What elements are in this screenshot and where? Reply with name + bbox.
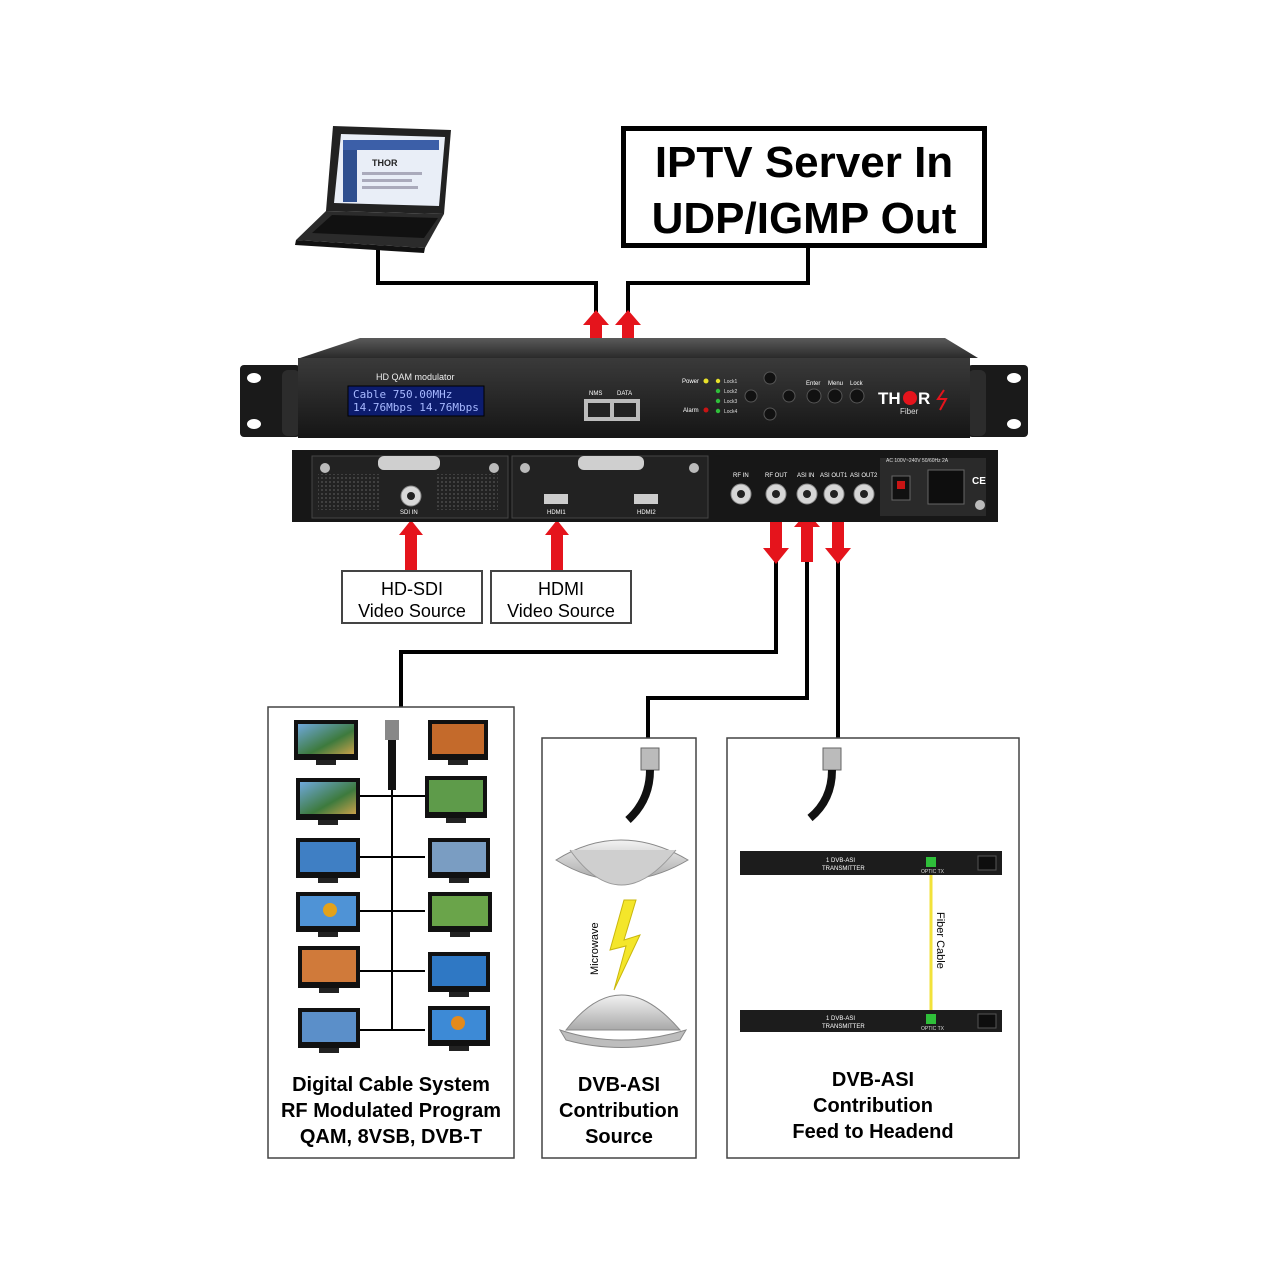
microwave-label: Microwave <box>589 922 601 975</box>
asiin-to-source-line <box>646 560 809 738</box>
connection-lines <box>376 246 840 738</box>
power-led <box>703 378 709 384</box>
hdmi2-label: HDMI2 <box>637 510 656 516</box>
asi-out2-label: ASI OUT2 <box>850 473 878 479</box>
dvb-asi-transmitter-bottom: 1 DVB-ASI TRANSMITTER OPTIC TX <box>740 1010 1002 1032</box>
hdsdi-line-2: Video Source <box>358 601 466 621</box>
enter-button[interactable] <box>806 388 822 404</box>
lock-led-label-1: Lock1 <box>724 379 738 385</box>
dvb-asi-transmitter-top: 1 DVB-ASI TRANSMITTER OPTIC TX <box>740 851 1002 875</box>
microwave-dish-top <box>555 839 689 886</box>
cable-panel-title: Digital Cable System RF Modulated Progra… <box>268 1072 514 1150</box>
ground-screw <box>975 500 985 510</box>
menu-button[interactable] <box>827 388 843 404</box>
model-label: HD QAM modulator <box>376 372 455 382</box>
lcd-display <box>347 385 485 417</box>
alarm-led <box>703 407 709 413</box>
microwave-dish-bottom <box>558 994 688 1048</box>
asi-feed-title-line-3: Feed to Headend <box>792 1121 954 1143</box>
hdsdi-source-box: HD-SDI Video Source <box>341 570 483 624</box>
asi-feed-panel: 1 DVB-ASI TRANSMITTER OPTIC TX Fiber Cab… <box>726 737 1020 1159</box>
asi-out1-label: ASI OUT1 <box>820 473 848 479</box>
laptop-to-nms-line <box>376 246 598 312</box>
iptv-server-box: IPTV Server In UDP/IGMP Out <box>621 126 987 248</box>
brand-logo-r: R <box>918 389 930 408</box>
arrow-up-hdmi <box>545 520 569 570</box>
hdsdi-line-1: HD-SDI <box>381 579 443 599</box>
laptop-device: THOR <box>295 126 451 253</box>
rf-in-label: RF IN <box>733 473 749 479</box>
asi-in-label: ASI IN <box>797 473 814 479</box>
cable-title-line-1: Digital Cable System <box>292 1074 490 1096</box>
lock-led-label-3: Lock3 <box>724 399 738 405</box>
data-port-label: DATA <box>617 391 632 397</box>
asi-feed-panel-title: DVB-ASI Contribution Feed to Headend <box>727 1067 1019 1145</box>
iptv-to-data-line <box>626 248 810 312</box>
cable-title-line-3: QAM, 8VSB, DVB-T <box>299 1126 483 1148</box>
unit-top-sub: TRANSMITTER <box>822 866 865 872</box>
hdmi-line-1: HDMI <box>538 579 584 599</box>
asi-source-title-line-2: Contribution <box>559 1100 679 1122</box>
tv-screens <box>294 720 492 1053</box>
menu-button-label: Menu <box>828 381 843 387</box>
lock-button[interactable] <box>849 388 865 404</box>
brand-sub: Fiber <box>900 407 919 416</box>
arrow-down-asiout <box>825 512 851 564</box>
alarm-led-label: Alarm <box>683 408 699 414</box>
cable-system-panel <box>267 706 515 1159</box>
rfout-to-cable-line <box>399 560 778 707</box>
bnc-connector-icon-feed <box>807 747 842 822</box>
asi-feed-title-line-2: Contribution <box>813 1095 933 1117</box>
qam-modulator-front: HD QAM modulator Cable 750.00MHz 14.76Mb… <box>240 338 1028 438</box>
hdmi-line-2: Video Source <box>507 601 615 621</box>
cable-title-line-2: RF Modulated Program <box>280 1100 501 1122</box>
microwave-bolt-icon <box>609 899 641 991</box>
coax-connector-icon <box>385 720 399 790</box>
lcd-line-2: 14.76Mbps 14.76Mbps <box>353 401 479 414</box>
nms-port-label: NMS <box>589 391 602 397</box>
hdmi-source-box: HDMI Video Source <box>490 570 632 624</box>
arrow-down-rfout <box>763 512 789 564</box>
asi-source-panel: Microwave <box>541 737 697 1159</box>
rf-out-label: RF OUT <box>765 473 788 479</box>
power-spec-label: AC 100V~240V 50/60Hz 2A <box>886 458 949 464</box>
power-led-label: Power <box>682 379 699 385</box>
hdmi1-label: HDMI1 <box>547 510 566 516</box>
fiber-cable-label: Fiber Cable <box>934 912 946 969</box>
lock-button-label: Lock <box>850 381 864 387</box>
unit-bottom-label: 1 DVB-ASI <box>826 1016 855 1022</box>
enter-button-label: Enter <box>806 381 820 387</box>
arrow-up-asiin <box>794 512 820 562</box>
lcd-line-1: Cable 750.00MHz <box>353 388 452 401</box>
bnc-connector-icon <box>625 747 660 823</box>
navigation-keypad[interactable] <box>744 371 796 421</box>
iptv-line-2: UDP/IGMP Out <box>651 194 957 243</box>
ce-mark: CE <box>972 476 986 487</box>
asi-source-title-line-3: Source <box>585 1126 653 1148</box>
lock-led-label-4: Lock4 <box>724 409 738 415</box>
laptop-screen-brand: THOR <box>372 158 398 168</box>
unit-bottom-port: OPTIC TX <box>921 1026 945 1032</box>
asi-feed-title-line-1: DVB-ASI <box>831 1069 915 1091</box>
cable-tree <box>360 790 425 1031</box>
iptv-line-1: IPTV Server In <box>654 138 954 187</box>
brand-logo: TH <box>878 389 901 408</box>
unit-top-port: OPTIC TX <box>921 869 945 875</box>
arrow-up-sdi <box>399 520 423 570</box>
unit-top-label: 1 DVB-ASI <box>826 858 855 864</box>
hdmi2-connector <box>634 494 658 504</box>
lock-led-label-2: Lock2 <box>724 389 738 395</box>
hdmi1-connector <box>544 494 568 504</box>
unit-bottom-sub: TRANSMITTER <box>822 1024 865 1030</box>
qam-modulator-rear: SDI IN HDMI1 HDMI2 RF IN RF OUT ASI IN A… <box>292 450 998 522</box>
power-inlet <box>927 469 965 505</box>
asi-source-panel-title: DVB-ASI Contribution Source <box>542 1072 696 1150</box>
asi-source-title-line-1: DVB-ASI <box>577 1074 661 1096</box>
sdi-in-label: SDI IN <box>400 510 418 516</box>
